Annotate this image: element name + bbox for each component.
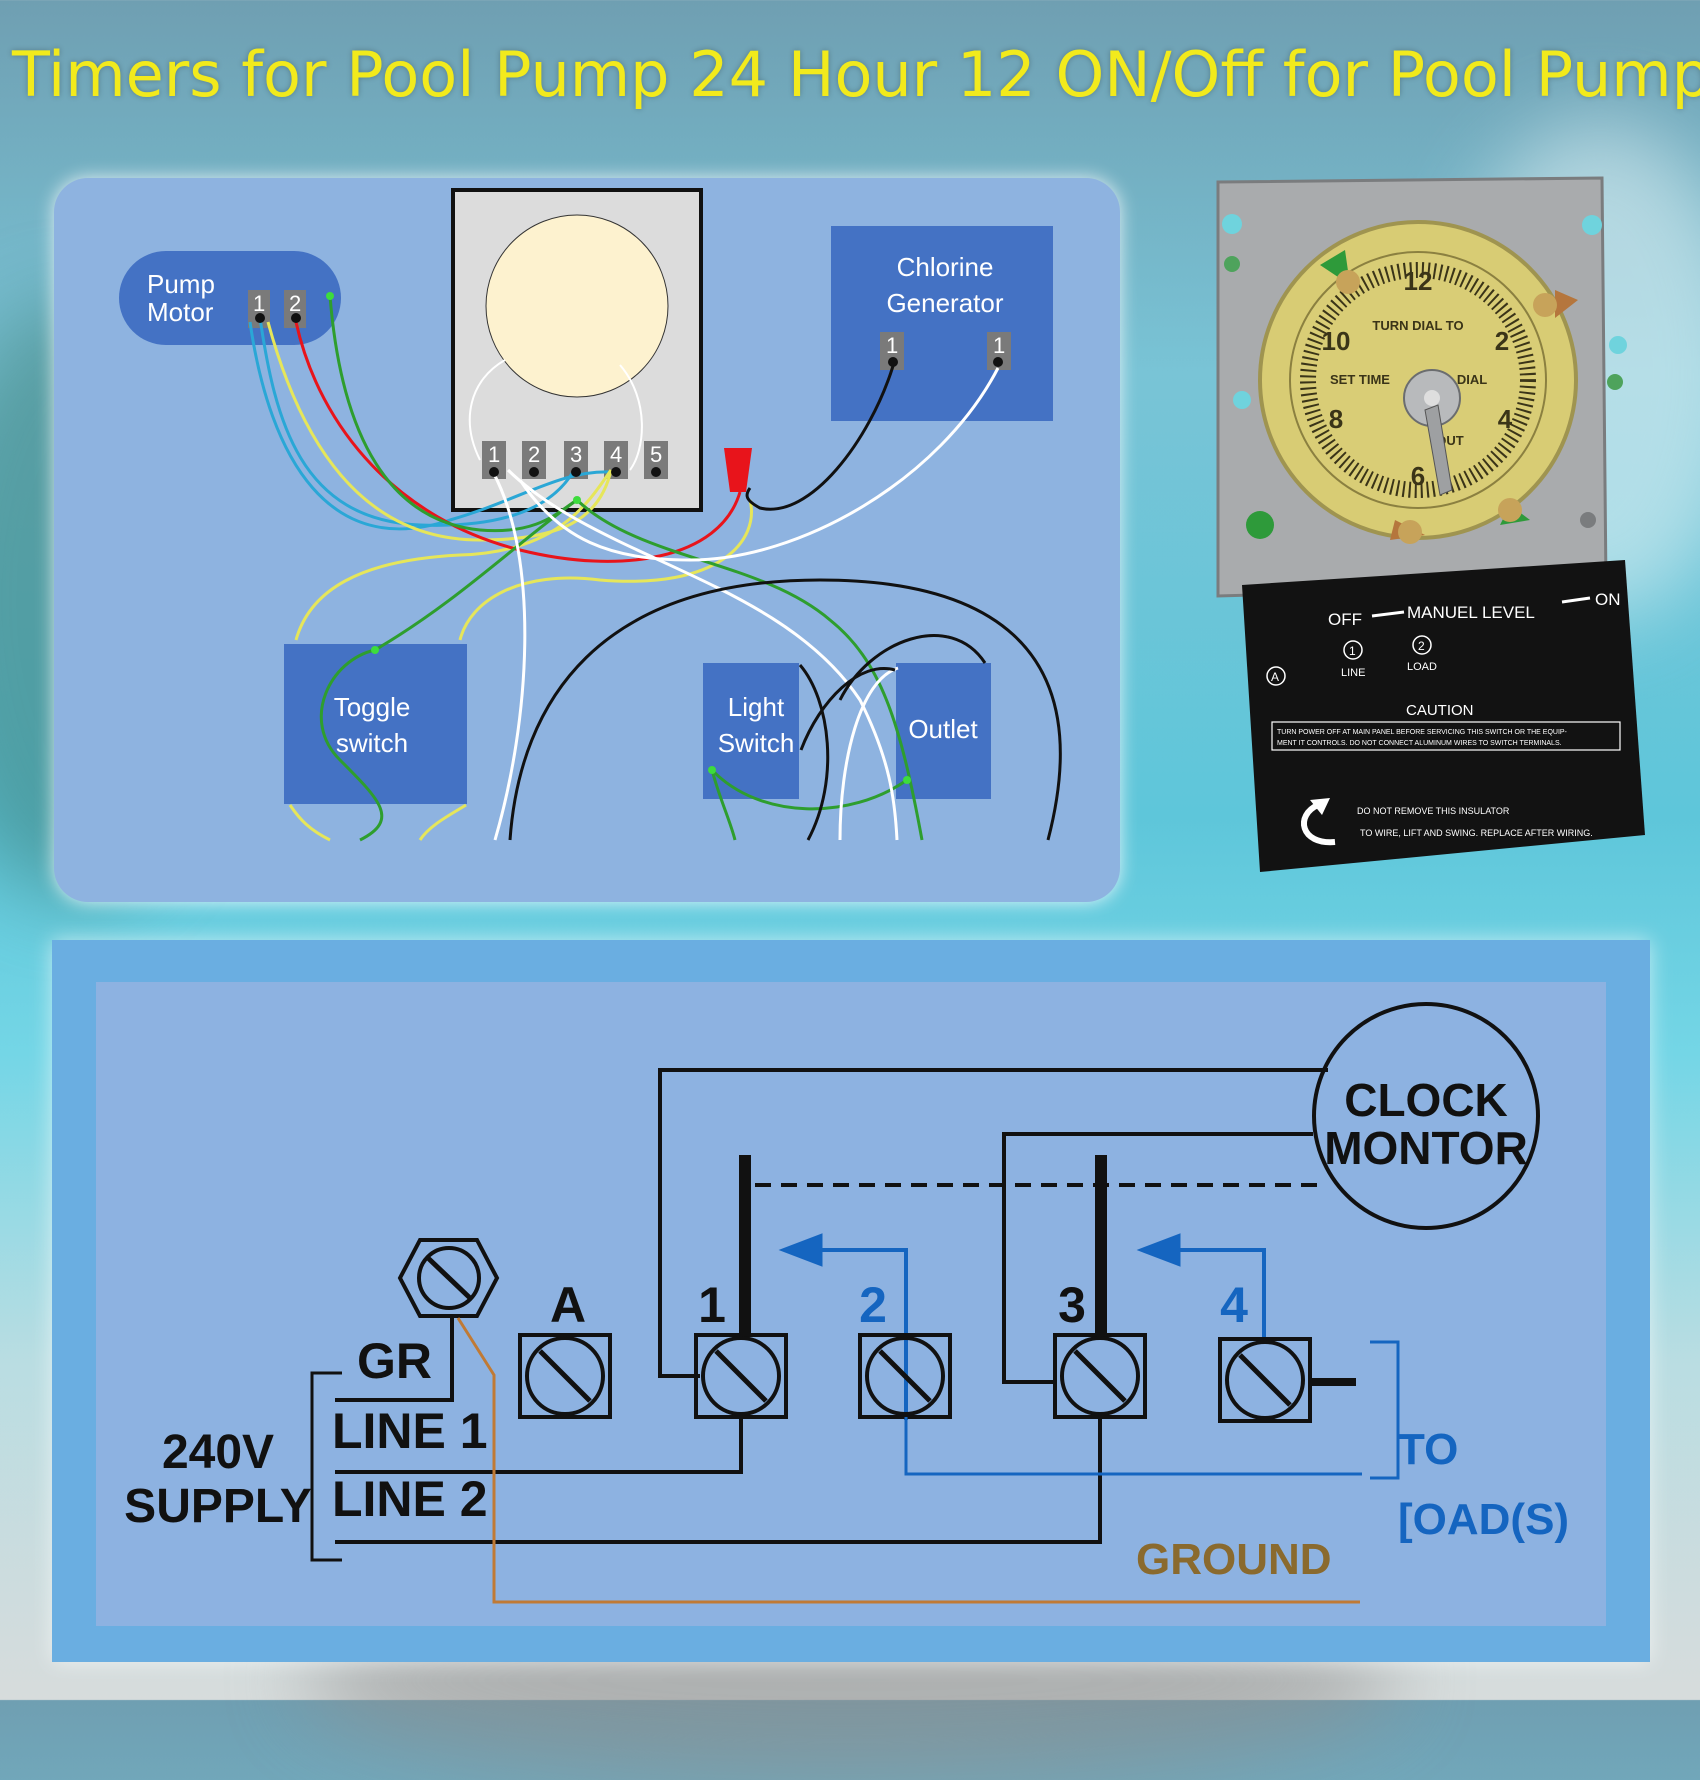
chlorine-label-1: Chlorine [897,252,994,282]
light-switch-label-2: Switch [718,728,795,758]
wire-black-3 [798,664,830,841]
timer-cover: OFF MANUEL LEVEL ON A 1 LINE 2 LOAD CAUT… [1242,560,1645,872]
chlorine-generator: Chlorine Generator 1 1 [831,226,1053,421]
clock-label-1: CLOCK [1344,1074,1508,1126]
timer-box: 1 2 3 4 5 [451,188,703,512]
main-title: Timers for Pool Pump 24 Hour 12 ON/Off f… [12,38,1700,111]
light-switch-label-1: Light [728,692,785,722]
clock-motor-circle [1312,1002,1540,1230]
wire-yellow-5 [418,803,467,841]
loads-label: [OAD(S) [1398,1495,1569,1544]
cover-load-label: LOAD [1407,661,1437,673]
caution-title: CAUTION [1406,702,1474,719]
dial-number-12: 12 [1404,266,1433,296]
wire-yellow-1 [266,321,613,542]
wire-black-2 [508,578,1062,841]
terminal-a-label: A [550,1277,586,1333]
terminal-dots [255,292,1003,784]
wire-white-2 [506,468,899,841]
timer-terminal-1: 1 [488,442,500,467]
pump-motor-label-1: Pump [147,269,215,299]
insulator-line-2: TO WIRE, LIFT AND SWING. REPLACE AFTER W… [1360,828,1593,838]
wire-green-6 [710,769,737,841]
toggle-switch-label-2: switch [336,728,408,758]
timer-terminal-2: 2 [528,442,540,467]
cover-load-number: 2 [1418,639,1425,653]
outlet-label: Outlet [908,714,978,744]
timer-dial: 12 2 4 6 8 10 TURN DIAL TO SET TIME DIAL… [1258,220,1578,540]
dial-text-set: SET TIME [1330,372,1390,387]
dial-number-2: 2 [1495,326,1509,356]
toggle-switch: Toggle switch [284,644,467,804]
wire-yellow-4 [288,804,331,842]
wire-green-5 [710,768,908,811]
cover-line-label: LINE [1341,667,1365,679]
pump-terminal-1: 1 [253,291,265,316]
terminal-3-label: 3 [1058,1277,1086,1333]
supply-label-1: 240V [162,1426,274,1479]
cover-on-label: ON [1595,590,1621,609]
timer-terminal-3: 3 [570,442,582,467]
timer-terminal-4: 4 [610,442,622,467]
to-label: TO [1398,1425,1458,1474]
ground-label: GROUND [1136,1535,1332,1584]
dial-number-4: 4 [1498,404,1513,434]
terminal-2-label: 2 [859,1277,887,1333]
dial-text-turn: TURN DIAL TO [1372,318,1463,333]
terminal-1-label: 1 [698,1277,726,1333]
schematic [310,1002,1540,1604]
dial-trippers [1246,250,1578,544]
cover-terminal-a: A [1271,670,1279,684]
wire-blue-1 [258,317,575,527]
wire-white-1 [491,471,527,841]
wires [248,295,1062,842]
light-switch: Light Switch [703,663,799,799]
wire-black-5 [799,667,896,751]
wire-black-1 [745,365,895,511]
dial-number-8: 8 [1329,404,1343,434]
wire-yellow-2 [294,469,613,641]
insulator-line-1: DO NOT REMOVE THIS INSULATOR [1357,806,1510,816]
chlorine-label-2: Generator [886,288,1003,318]
outlet: Outlet [896,663,991,799]
pump-terminal-2: 2 [289,291,301,316]
clock-label-2: MONTOR [1324,1122,1528,1174]
wire-green-3 [319,648,384,842]
terminal-4-label: 4 [1220,1277,1248,1333]
caution-line-1: TURN POWER OFF AT MAIN PANEL BEFORE SERV… [1277,729,1568,736]
timer-product-photo: 12 2 4 6 8 10 TURN DIAL TO SET TIME DIAL… [1216,176,1645,872]
wire-white-4 [838,666,899,841]
line1-label: LINE 1 [332,1403,488,1459]
pump-motor-label-2: Motor [147,297,214,327]
wire-white-3 [518,367,1000,562]
dial-number-6: 6 [1411,461,1425,491]
diagram-canvas: Pump Motor 1 2 1 2 3 4 5 Chlorine Genera… [119,176,1645,1604]
gr-label: GR [357,1333,432,1389]
cover-manual-label: MANUEL LEVEL [1407,603,1535,622]
wire-green-4 [575,498,924,841]
wire-connector [724,448,752,492]
pump-motor: Pump Motor 1 2 [119,251,341,345]
supply-label-2: SUPPLY [124,1480,312,1533]
wire-green-2 [374,498,578,652]
cover-off-label: OFF [1328,610,1362,629]
timer-terminal-5: 5 [650,442,662,467]
dial-number-10: 10 [1322,326,1351,356]
chlorine-terminal-1b: 1 [993,333,1005,358]
chlorine-terminal-1a: 1 [886,333,898,358]
line2-label: LINE 2 [332,1471,488,1527]
schematic-panel [96,982,1606,1626]
cover-line-number: 1 [1349,644,1356,658]
caution-line-2: MENT IT CONTROLS. DO NOT CONNECT ALUMINU… [1277,740,1562,747]
schematic-labels: CLOCK MONTOR A 1 2 3 4 GR LINE 1 LINE 2 … [124,1074,1569,1584]
dial-text-dial: DIAL [1457,372,1487,387]
toggle-switch-label-1: Toggle [334,692,411,722]
wire-yellow-3 [458,499,753,641]
